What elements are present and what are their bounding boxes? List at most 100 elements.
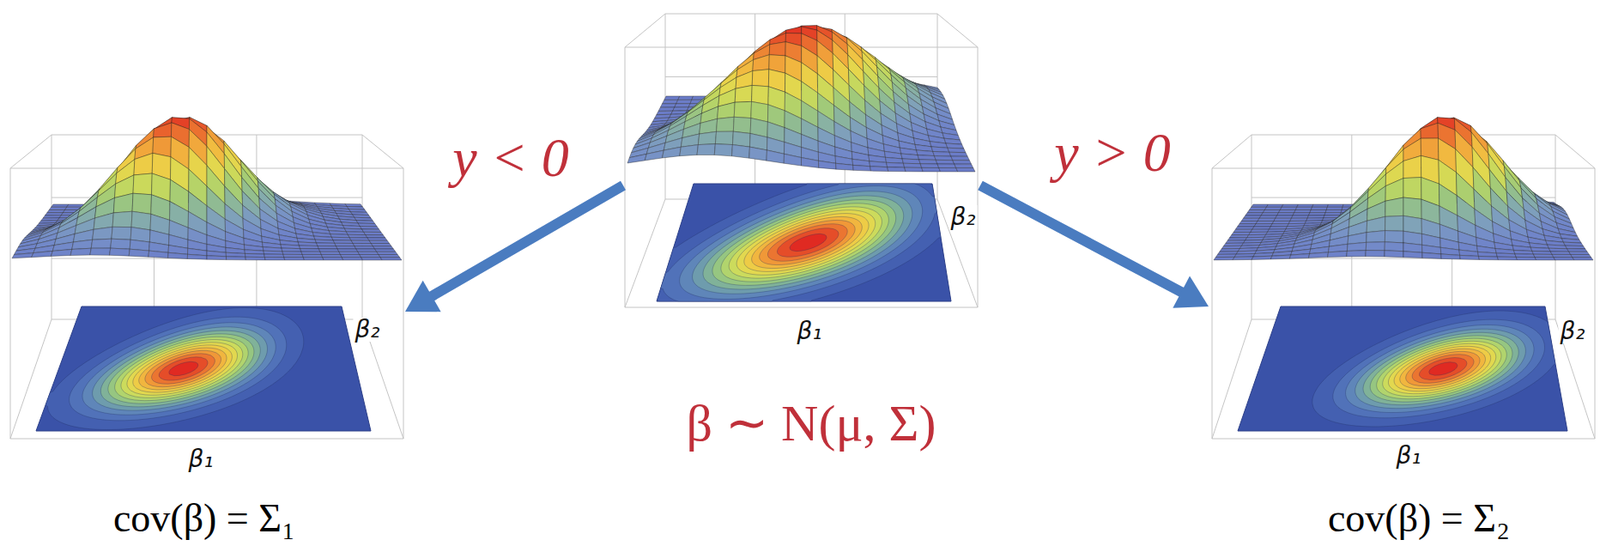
surface-patch	[1275, 215, 1293, 219]
surface-patch	[904, 167, 924, 172]
contour-band	[751, 216, 863, 268]
surface-patch	[751, 69, 770, 87]
surface-patch	[168, 252, 188, 259]
surface-patch	[886, 162, 905, 168]
covariance-label: cov(β) = Σ₂	[1327, 498, 1510, 539]
surface-patch	[1215, 254, 1237, 258]
surface-patch	[245, 256, 266, 261]
surface-patch	[1257, 218, 1276, 221]
surface-patch	[1548, 248, 1569, 252]
surface-patch	[951, 156, 970, 161]
surface-patch	[952, 160, 972, 165]
surface-patch	[1366, 216, 1386, 232]
surface-patch	[331, 236, 352, 241]
cube-edge	[977, 47, 979, 308]
axis-label: β₂	[1557, 319, 1587, 344]
axis-label: β₂	[352, 317, 382, 342]
surface-patch	[716, 116, 735, 132]
surface-patch	[380, 257, 402, 261]
surface-patch	[337, 248, 358, 252]
surface-patch	[300, 248, 321, 253]
surface-patch	[1346, 242, 1366, 251]
surface-patch	[751, 84, 770, 104]
distribution-label: β ∼ N(μ, Σ)	[686, 397, 937, 449]
surface-patch	[1572, 257, 1594, 261]
surface-patch	[1403, 155, 1422, 178]
surface-patch	[351, 240, 371, 243]
contour-band	[1345, 324, 1534, 413]
contour-band	[789, 233, 827, 251]
contour-band	[92, 327, 268, 411]
surface-patch	[1251, 255, 1273, 260]
surface-patch	[949, 151, 968, 157]
arrow-connector	[405, 185, 624, 312]
surface-patch	[359, 254, 381, 257]
surface-patch	[853, 164, 872, 171]
contour-band	[660, 183, 938, 302]
contour-band	[100, 330, 261, 407]
contour-band	[1376, 338, 1508, 400]
contour-band	[151, 353, 216, 384]
surface-patch	[282, 251, 303, 255]
surface-patch	[367, 237, 388, 241]
surface-patch	[717, 102, 735, 119]
contour-band	[1412, 354, 1474, 383]
surface-patch	[48, 206, 67, 210]
surface-patch	[752, 54, 770, 72]
surface-patch	[921, 167, 941, 172]
surface-patch	[1307, 215, 1325, 219]
contour-band	[728, 206, 882, 279]
surface-patch	[947, 147, 966, 152]
surface-patch	[47, 209, 66, 213]
axis-label: β₁	[794, 319, 824, 344]
surface-patch	[148, 250, 169, 258]
arrow-shaft	[429, 185, 624, 298]
contour-band	[127, 342, 238, 395]
surface-patch	[644, 150, 664, 161]
surface-patch	[340, 254, 362, 257]
surface-patch	[1550, 251, 1570, 255]
arrow-head	[405, 280, 442, 312]
floor-plane	[36, 306, 371, 431]
surface-patch	[110, 238, 131, 249]
surface-patch	[1250, 229, 1270, 232]
surface-patch	[1553, 257, 1575, 261]
surface-patch	[954, 163, 974, 168]
surface-patch	[1252, 226, 1271, 230]
surface-patch	[359, 226, 379, 231]
surface-patch	[1403, 215, 1422, 234]
cube-edge	[937, 13, 978, 48]
surface-patch	[1551, 254, 1573, 257]
cube-edge	[362, 134, 404, 169]
surface-patch	[1515, 254, 1535, 258]
contour-band	[82, 322, 276, 415]
surface-patch	[1385, 197, 1404, 217]
surface-patch	[786, 25, 802, 33]
surface-patch	[1515, 256, 1536, 260]
surface-patch	[1309, 252, 1329, 259]
contour-band	[133, 345, 233, 393]
contour-band	[115, 336, 249, 400]
surface-patch	[1327, 250, 1348, 257]
surface-patch	[1496, 253, 1516, 258]
surface-patch	[339, 251, 360, 255]
surface-patch	[732, 131, 751, 147]
contour-band	[776, 228, 839, 257]
gaussian-plot	[10, 117, 404, 439]
surface-patch	[1264, 206, 1282, 210]
contour-band	[1363, 332, 1519, 405]
surface-patch	[1569, 251, 1590, 255]
contour-band	[692, 191, 913, 295]
surface-patch	[1422, 252, 1442, 259]
surface-patch	[1239, 220, 1258, 224]
surface-patch	[70, 248, 91, 255]
cube-edge	[10, 168, 12, 439]
plot-panel: β₂β₁	[1208, 120, 1597, 474]
cube-edge	[1212, 134, 1252, 169]
surface-patch	[1346, 250, 1367, 257]
surface-patch	[733, 116, 751, 134]
surface-patch	[1259, 215, 1277, 219]
surface-patch	[1262, 210, 1280, 213]
